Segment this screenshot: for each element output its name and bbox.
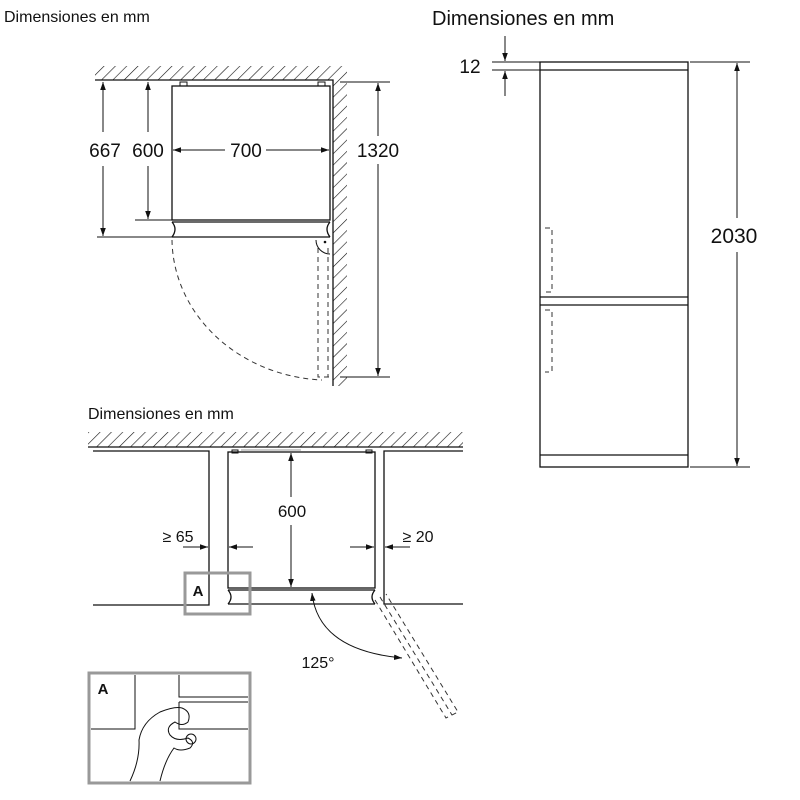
dim-1320: 1320 xyxy=(357,141,399,162)
dim-600-niche: 600 xyxy=(278,502,306,521)
dim-700: 700 xyxy=(230,141,262,162)
top-view-title: Dimensiones en mm xyxy=(4,9,150,26)
front-view-diagram: Dimensiones en mm 12 2030 xyxy=(432,8,758,468)
detail-marker-a xyxy=(183,571,252,616)
left-cabinet xyxy=(93,450,210,606)
door-top xyxy=(171,221,331,238)
top-view-diagram: Dimensiones en mm 667 600 700 1320 xyxy=(4,9,399,386)
wall-hatch-side xyxy=(333,80,347,386)
dim-667: 667 xyxy=(89,141,121,162)
detail-box-a: A xyxy=(87,671,252,785)
fridge-body-top xyxy=(171,85,331,221)
detail-marker-label: A xyxy=(193,583,204,600)
wall-line xyxy=(95,79,334,386)
right-cabinet xyxy=(383,450,463,605)
dim-12: 12 xyxy=(459,57,480,78)
front-view-title: Dimensiones en mm xyxy=(432,8,614,30)
door-niche xyxy=(227,589,376,605)
hand-icon xyxy=(129,707,194,782)
dim-2030: 2030 xyxy=(711,225,758,248)
fridge-front xyxy=(539,61,689,468)
fridge-body-niche xyxy=(227,451,376,589)
door-open-position xyxy=(317,248,330,378)
door-swing-arc xyxy=(171,239,323,381)
detail-box-label: A xyxy=(98,681,109,698)
angle-arc xyxy=(310,592,403,661)
dim-left-gap: ≥ 65 xyxy=(162,529,193,546)
dim-600-top: 600 xyxy=(132,141,164,162)
door-angle: 125° xyxy=(301,655,334,672)
niche-view-title: Dimensiones en mm xyxy=(88,406,234,423)
dim-right-gap: ≥ 20 xyxy=(402,529,433,546)
niche-view-diagram: Dimensiones en mm 600 ≥ 65 ≥ 20 125° A A xyxy=(87,406,463,785)
handle-outlines xyxy=(545,227,553,373)
wall-hatch-niche xyxy=(88,432,463,447)
wall-hatch-top xyxy=(95,66,347,80)
